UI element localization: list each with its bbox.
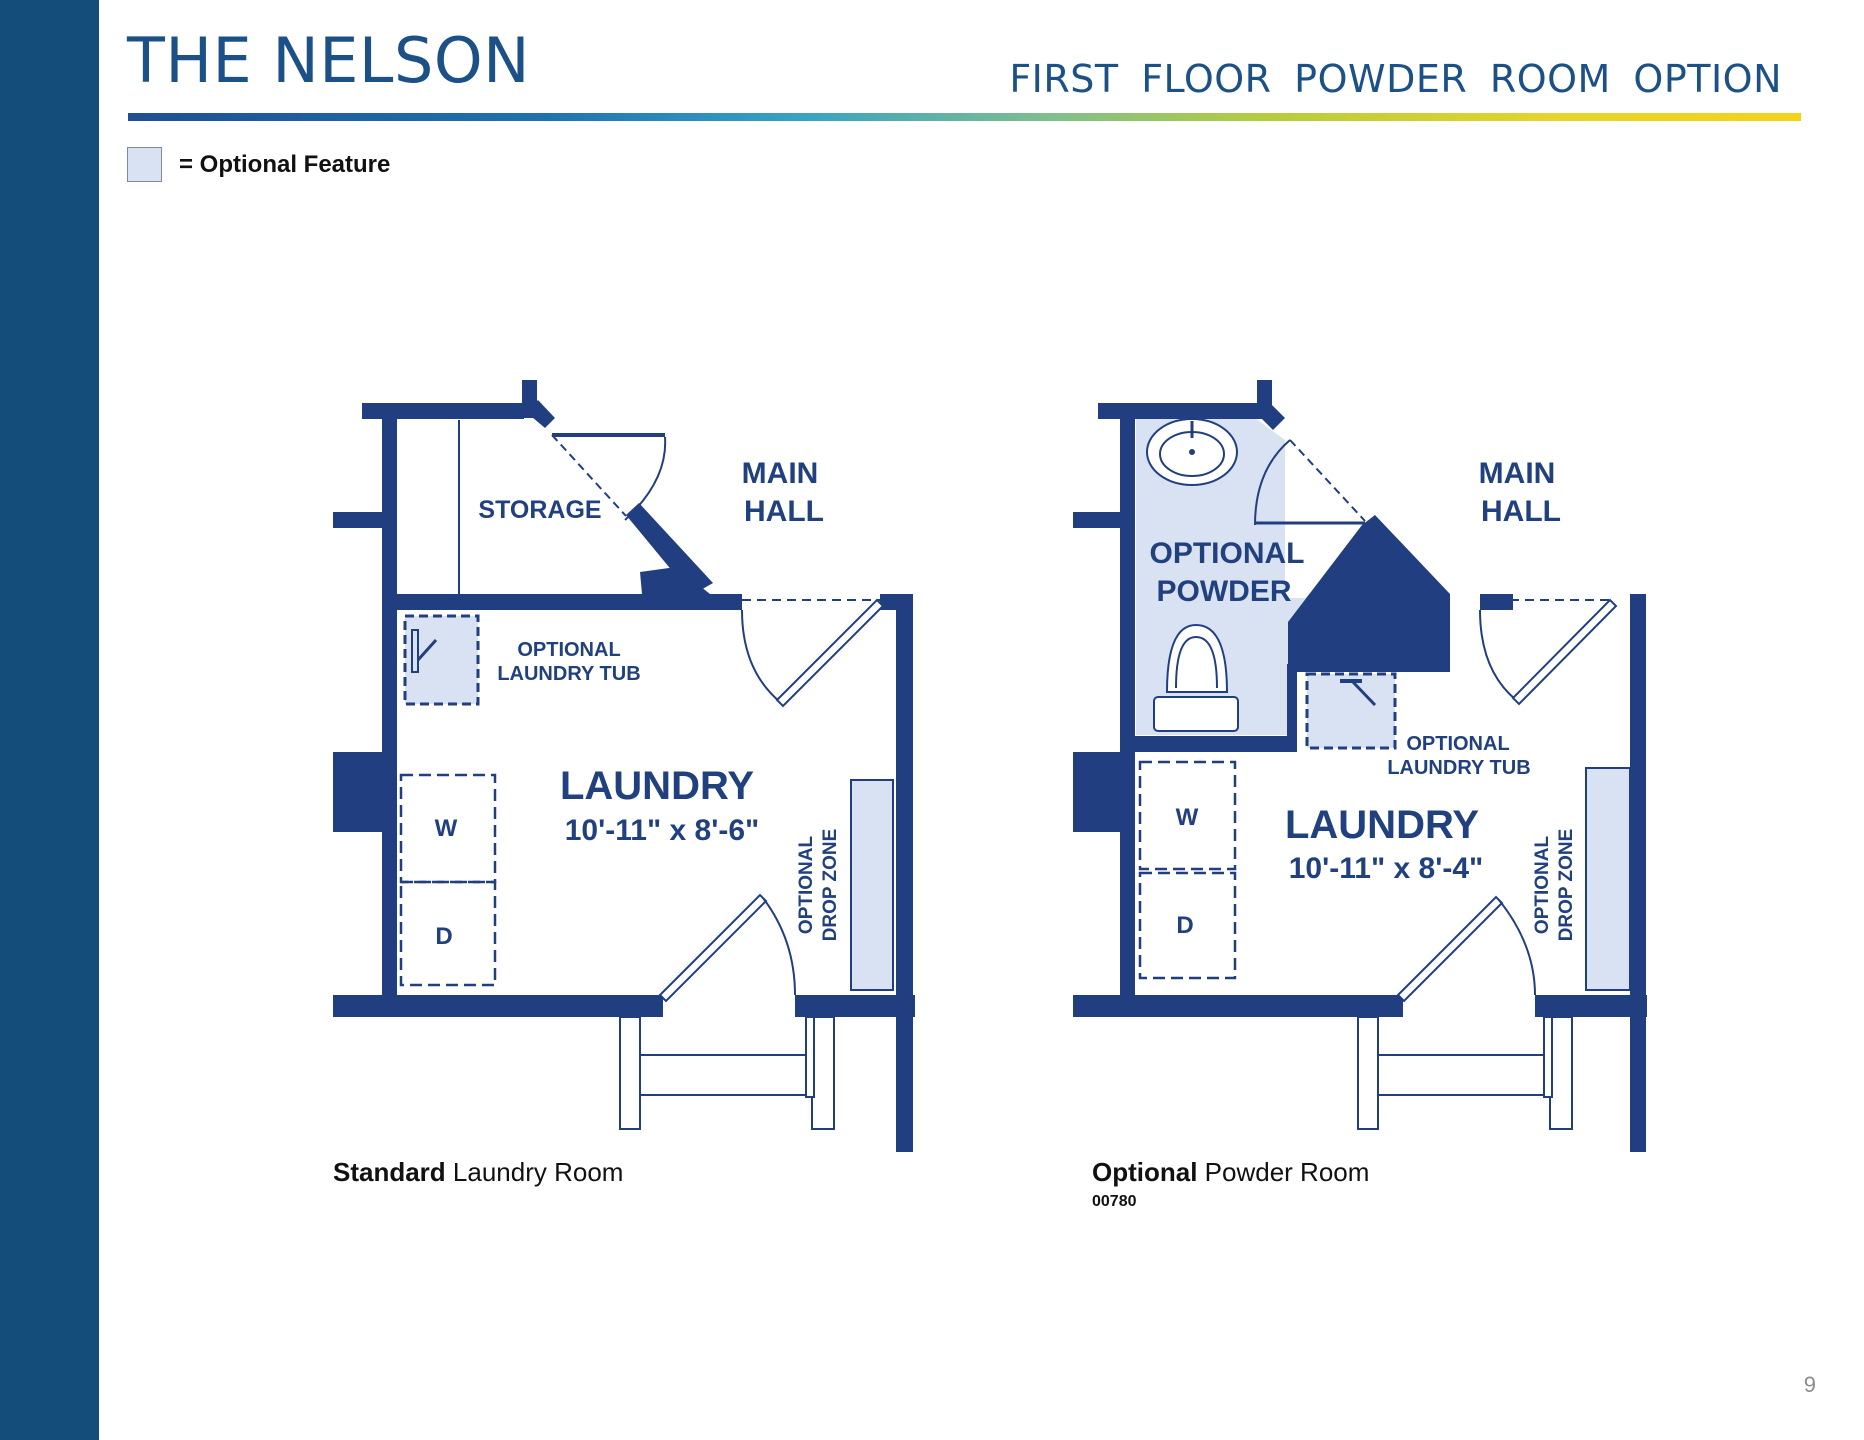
dryer-label: D <box>435 923 452 950</box>
tub-spout-icon <box>1350 679 1377 707</box>
exterior-steps <box>1357 1016 1573 1130</box>
sink-drain <box>1189 449 1195 455</box>
garage-door-leaf <box>1396 895 1504 1003</box>
storage-door-swing <box>624 436 667 521</box>
hall-door-leaf <box>1511 598 1618 706</box>
washer-outline <box>399 773 497 884</box>
room-label: LAUNDRY <box>1285 803 1479 847</box>
tub-spout-icon <box>416 638 438 662</box>
side-bar <box>0 0 99 1440</box>
dryer-outline <box>1138 871 1237 980</box>
powder-label-line2: POWDER <box>1157 575 1292 608</box>
storage-door-opening <box>551 434 627 517</box>
tub-label-line1: OPTIONAL <box>1406 733 1509 755</box>
room-label: LAUNDRY <box>560 764 754 808</box>
page-title: THE NELSON <box>127 24 531 97</box>
legend-swatch <box>127 147 162 182</box>
dryer-label: D <box>1176 912 1193 939</box>
drop-zone-label-line1: OPTIONAL <box>1532 836 1553 935</box>
powder-label-line1: OPTIONAL <box>1150 537 1305 570</box>
main-hall-label-line1: MAIN <box>1479 457 1556 490</box>
tub-label-line2: LAUNDRY TUB <box>1387 757 1530 779</box>
tub-faucet-icon <box>411 629 419 673</box>
floor-plan-standard: MAIN HALL STORAGE OPTIONAL LAUNDRY TUB L… <box>330 0 920 1180</box>
page-number: 9 <box>1803 1372 1816 1397</box>
drop-zone-label-line2: DROP ZONE <box>1556 829 1577 942</box>
floor-plan-optional: MAIN HALL OPTIONAL POWDER OPTIONAL LAUND… <box>1073 0 1663 1180</box>
powder-door-opening <box>1289 439 1366 522</box>
tub-label-line2: LAUNDRY TUB <box>497 663 640 685</box>
plan-code: 00780 <box>1092 1193 1137 1210</box>
legend: = Optional Feature <box>127 147 390 182</box>
hall-door-leaf <box>775 598 885 708</box>
laundry-tub <box>1305 672 1397 750</box>
garage-door-swing <box>1498 899 1536 996</box>
gradient-divider <box>128 113 1801 121</box>
caption-optional-rest: Powder Room <box>1197 1157 1370 1187</box>
drop-zone-label-line2: DROP ZONE <box>820 829 841 942</box>
hall-door-swing <box>1479 609 1517 701</box>
drop-zone-bench <box>850 779 894 991</box>
room-dimensions: 10'-11" x 8'-4" <box>1289 852 1484 885</box>
toilet-icon <box>1165 623 1229 693</box>
legend-text: = Optional Feature <box>179 150 391 178</box>
garage-door-leaf <box>658 893 768 1003</box>
washer-label: W <box>1176 804 1199 831</box>
hall-door-swing <box>741 609 781 703</box>
floor-plan-standard-drawing: MAIN HALL STORAGE OPTIONAL LAUNDRY TUB L… <box>333 380 915 1152</box>
caption-optional: Optional Powder Room <box>1092 1157 1369 1188</box>
toilet-bowl <box>1175 635 1218 689</box>
garage-door-swing <box>762 897 796 996</box>
walls <box>1073 380 1647 1152</box>
main-hall-label-line2: HALL <box>1481 495 1561 528</box>
main-hall-label-line1: MAIN <box>742 457 819 490</box>
walls <box>333 380 915 1152</box>
powder-door-swing <box>1254 439 1291 526</box>
floor-plan-optional-drawing: MAIN HALL OPTIONAL POWDER OPTIONAL LAUND… <box>1073 380 1647 1152</box>
toilet-tank <box>1153 696 1239 732</box>
caption-standard: Standard Laundry Room <box>333 1157 623 1188</box>
washer-label: W <box>435 815 458 842</box>
drop-zone-label-line1: OPTIONAL <box>796 836 817 935</box>
caption-optional-bold: Optional <box>1092 1157 1198 1187</box>
drop-zone-bench <box>1585 767 1631 991</box>
dryer-outline <box>399 880 497 987</box>
washer-outline <box>1138 760 1237 871</box>
page-subtitle: FIRST FLOOR POWDER ROOM OPTION <box>1009 57 1782 101</box>
caption-standard-bold: Standard <box>333 1157 446 1187</box>
caption-standard-rest: Laundry Room <box>445 1157 624 1187</box>
tub-label-line1: OPTIONAL <box>517 639 620 661</box>
main-hall-label-line2: HALL <box>744 495 824 528</box>
exterior-steps <box>619 1016 835 1130</box>
storage-label: STORAGE <box>478 496 601 524</box>
room-dimensions: 10'-11" x 8'-6" <box>565 814 760 847</box>
